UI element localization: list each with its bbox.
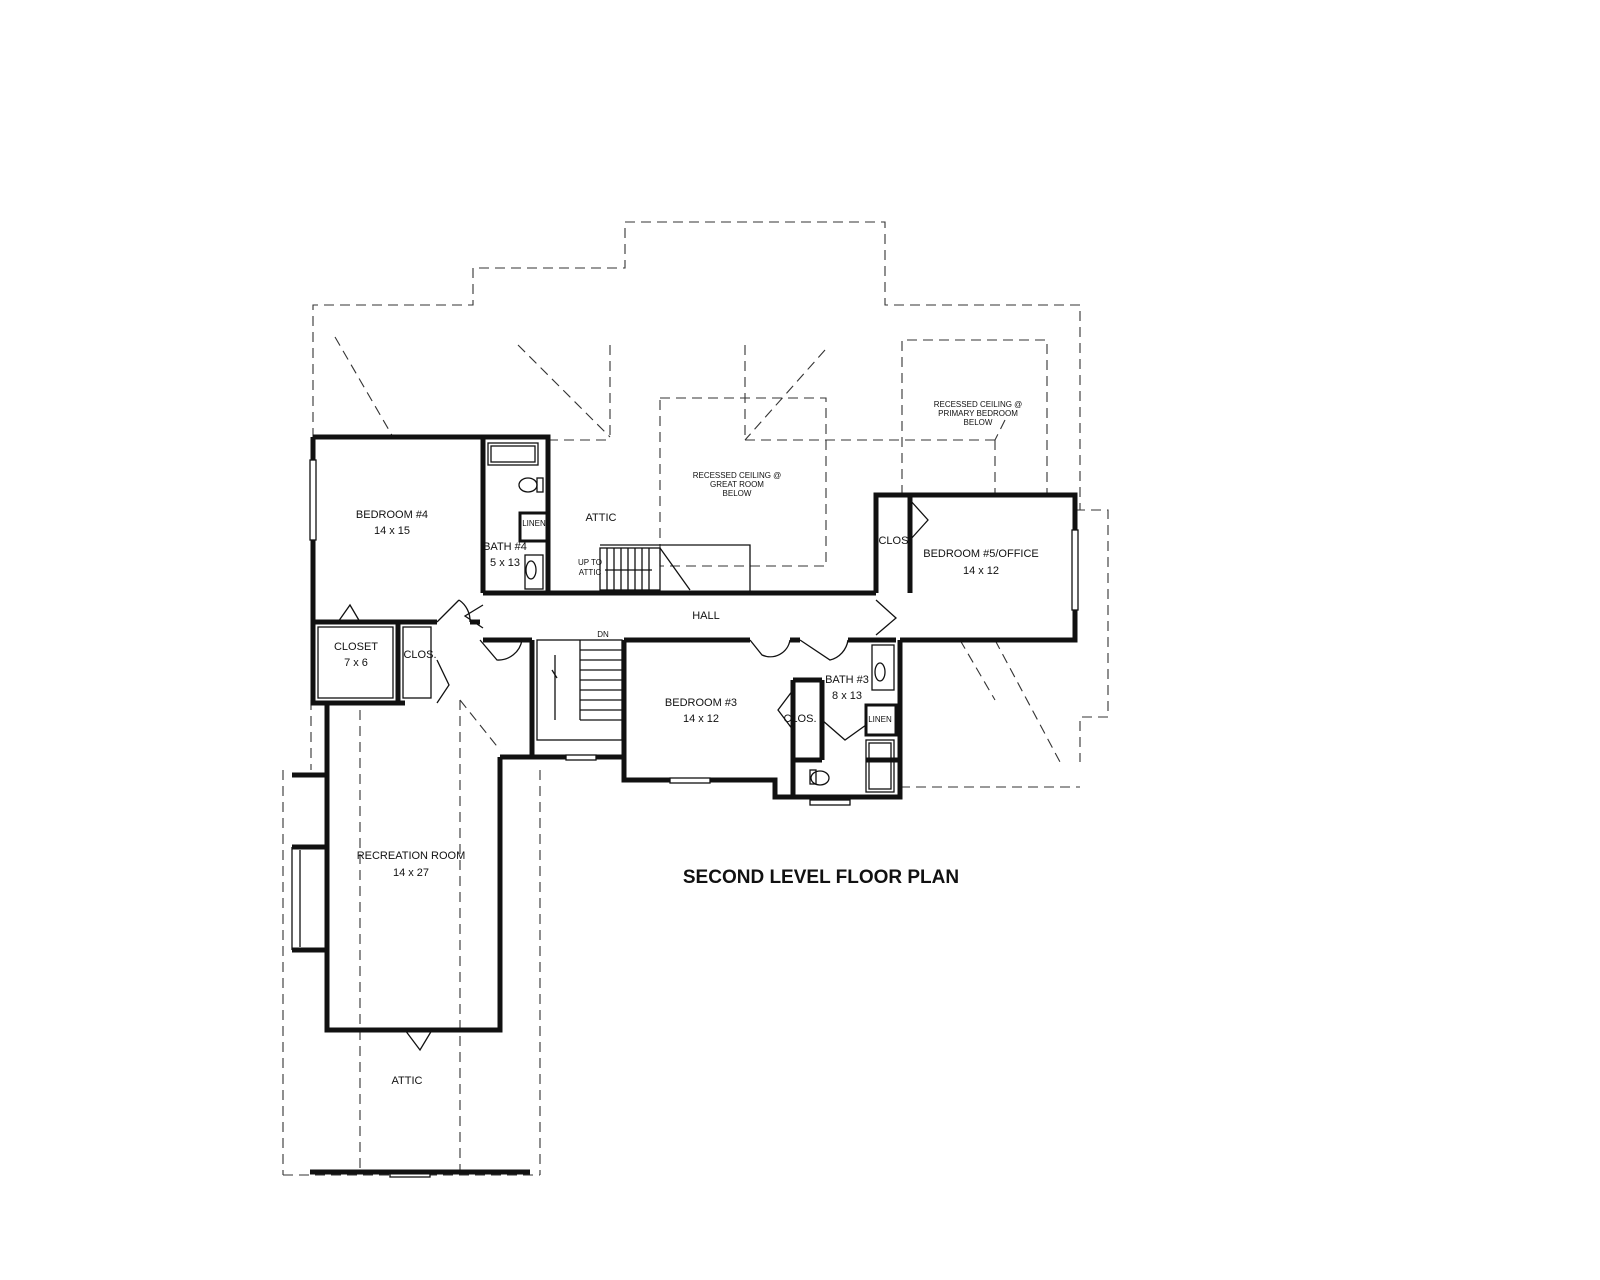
recreation-name: RECREATION ROOM [357,850,466,862]
fixtures [291,442,1079,1178]
bath3-name: BATH #3 [825,674,869,686]
up-to-attic-line1: UP TO [578,558,602,567]
clos-b-label: CLOS. [878,535,911,547]
primary-bedroom-note-line3: BELOW [964,418,993,427]
linen4-label: LINEN [522,519,546,528]
bedroom4-name: BEDROOM #4 [356,509,428,521]
great-room-note-line2: GREAT ROOM [710,480,764,489]
dn-label: DN [597,630,609,639]
bedroom4-size: 14 x 15 [374,525,410,537]
primary-bedroom-note-line1: RECESSED CEILING @ [934,400,1023,409]
clos-a-label: CLOS. [403,649,436,661]
bath3-size: 8 x 13 [832,690,862,702]
hall-label: HALL [692,610,720,622]
plan-title: SECOND LEVEL FLOOR PLAN [683,867,959,888]
bedroom5-name: BEDROOM #5/OFFICE [923,548,1039,560]
attic-top-label: ATTIC [586,512,617,524]
bath4-size: 5 x 13 [490,557,520,569]
primary-bedroom-note-line2: PRIMARY BEDROOM [938,409,1018,418]
stair-treads [580,649,622,721]
ceiling-notes: RECESSED CEILING @ GREAT ROOM BELOW RECE… [693,400,1023,498]
recreation-size: 14 x 27 [393,867,429,879]
walls [292,434,1078,1033]
closet-name: CLOSET [334,641,378,653]
bedroom3-name: BEDROOM #3 [665,697,737,709]
great-room-note-line1: RECESSED CEILING @ [693,471,782,480]
bedroom3-size: 14 x 12 [683,713,719,725]
bath4-name: BATH #4 [483,541,527,553]
bedroom5-size: 14 x 12 [963,565,999,577]
clos-c-label: CLOS. [783,713,816,725]
room-labels: BEDROOM #4 14 x 15 BATH #4 5 x 13 LINEN … [334,509,1039,1087]
attic-bottom-label: ATTIC [392,1075,423,1087]
up-to-attic-line2: ATTIC [579,568,602,577]
linen3-label: LINEN [868,715,892,724]
closet-size: 7 x 6 [344,657,368,669]
great-room-note-line3: BELOW [723,489,752,498]
